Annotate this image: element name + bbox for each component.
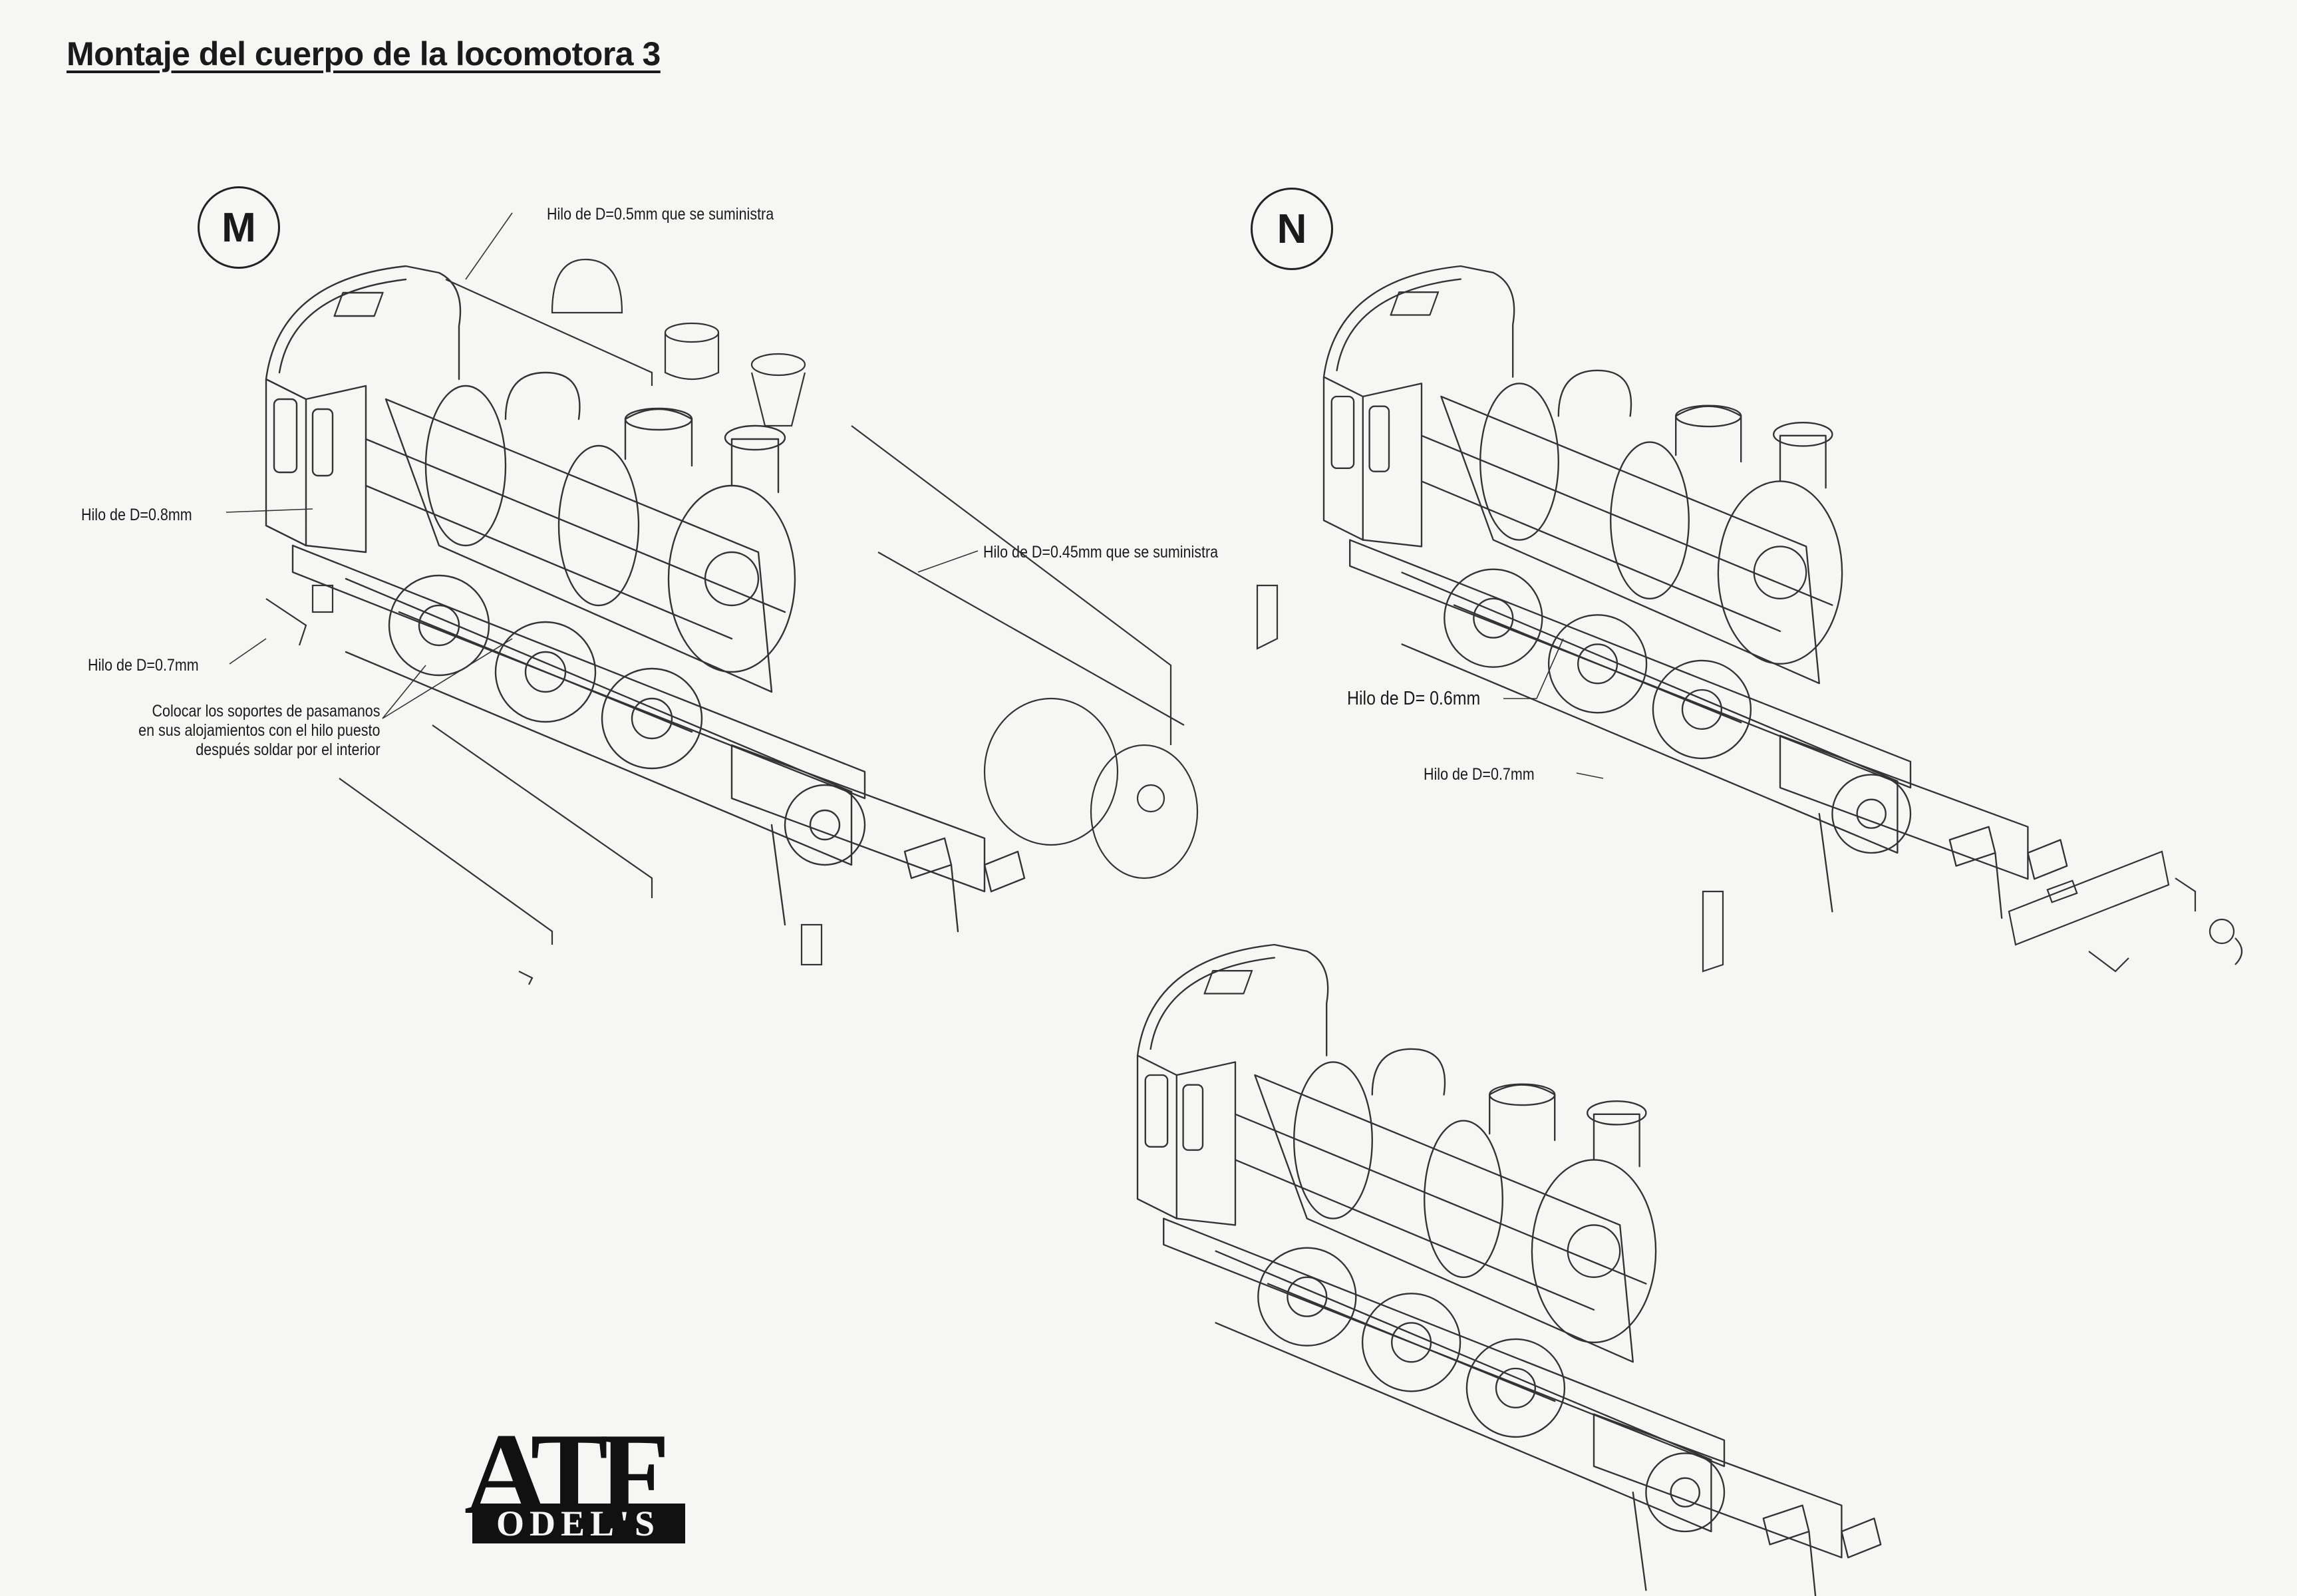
callout-wire-05: Hilo de D=0.5mm que se suministra bbox=[547, 205, 774, 224]
exploded-parts-n bbox=[1256, 584, 2243, 973]
locomotive-exploded-m bbox=[265, 265, 1026, 933]
step-m-badge: M bbox=[198, 186, 280, 269]
atf-models-logo: ATF ODEL'S bbox=[452, 1397, 705, 1550]
callout-handrail-note: Colocar los soportes de pasamanos en sus… bbox=[138, 702, 380, 759]
logo-sub-text: ODEL'S bbox=[472, 1504, 685, 1543]
locomotive-final bbox=[1136, 943, 1882, 1596]
callout-wire-07-n: Hilo de D=0.7mm bbox=[1424, 765, 1535, 784]
callout-wire-08: Hilo de D=0.8mm bbox=[81, 506, 192, 524]
callout-wire-045: Hilo de D=0.45mm que se suministra bbox=[983, 543, 1219, 561]
page-title: Montaje del cuerpo de la locomotora 3 bbox=[67, 35, 661, 73]
callout-wire-07: Hilo de D=0.7mm bbox=[88, 656, 199, 675]
callout-wire-06: Hilo de D= 0.6mm bbox=[1347, 688, 1481, 709]
exploded-parts-m bbox=[226, 212, 1199, 985]
locomotive-assembled-n bbox=[1322, 265, 2068, 919]
step-n-badge: N bbox=[1251, 188, 1333, 270]
